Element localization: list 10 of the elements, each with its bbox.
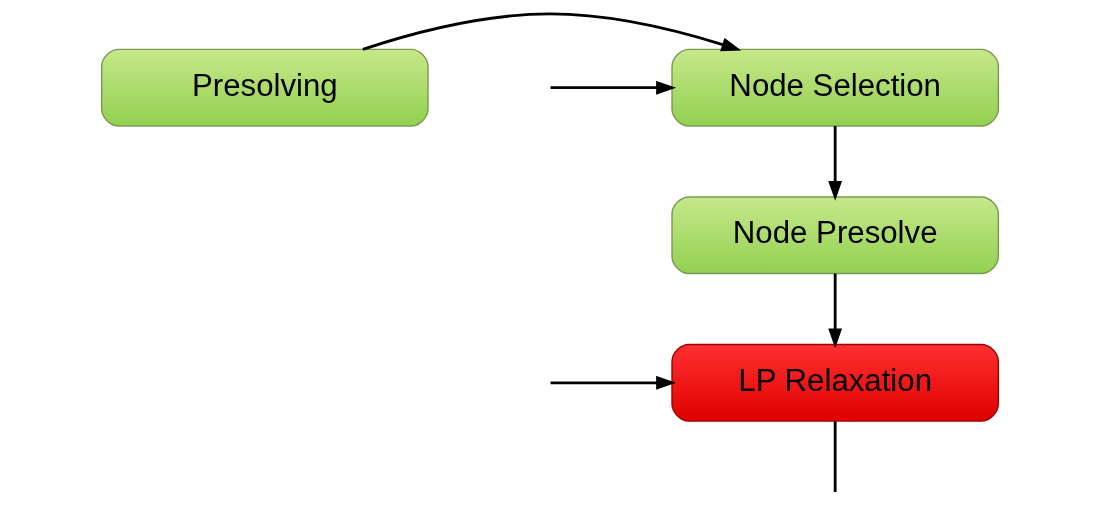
arrow — [550, 375, 676, 390]
node-box: LP Relaxation — [670, 343, 999, 422]
connector — [833, 421, 837, 492]
node-box: Presolving — [100, 48, 429, 127]
arrow — [827, 273, 842, 349]
arrow — [361, 12, 741, 52]
node-box: Node Selection — [670, 48, 999, 127]
node-box: Node Presolve — [670, 196, 999, 275]
arrow — [827, 126, 842, 201]
arrow — [550, 80, 676, 95]
